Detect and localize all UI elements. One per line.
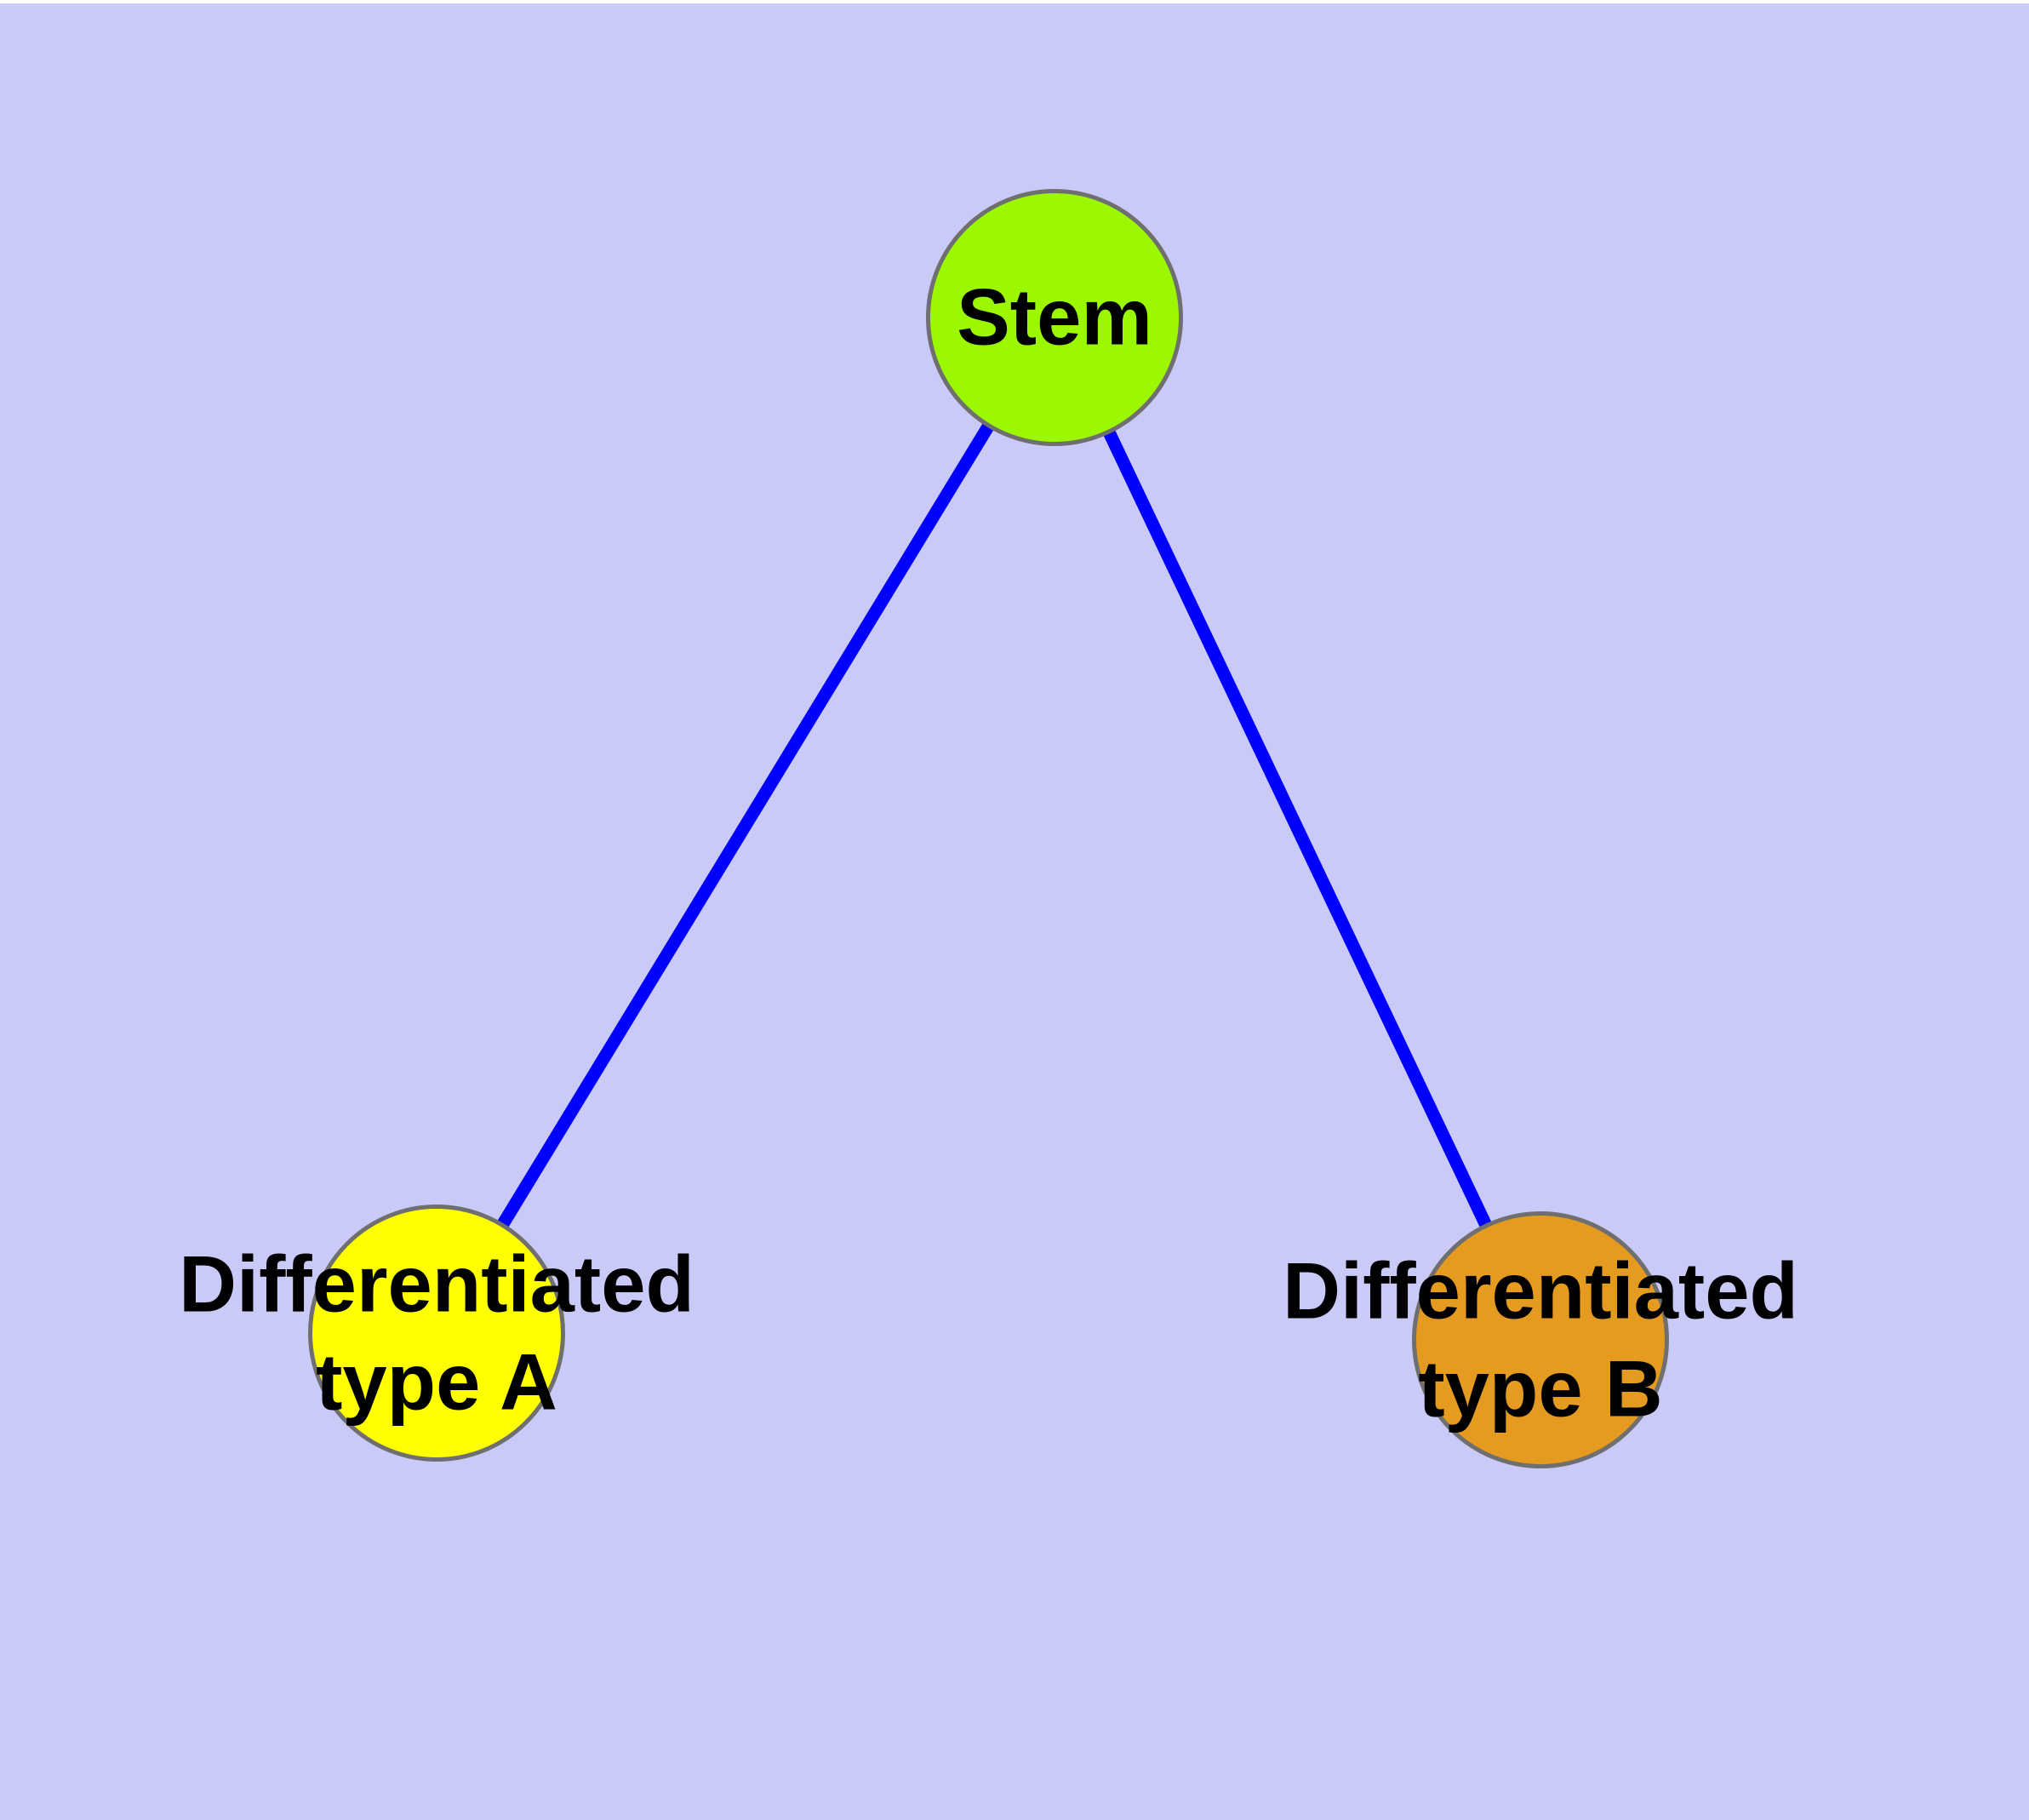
edge-stem-to-differentiated-type-b[interactable]: [1049, 314, 1546, 1343]
node-differentiated-type-a[interactable]: [308, 1205, 565, 1462]
node-stem[interactable]: [926, 189, 1183, 446]
node-differentiated-type-b[interactable]: [1412, 1211, 1669, 1468]
top-edge-strip: [0, 0, 2029, 3]
edge-stem-to-differentiated-type-a[interactable]: [431, 314, 1060, 1336]
